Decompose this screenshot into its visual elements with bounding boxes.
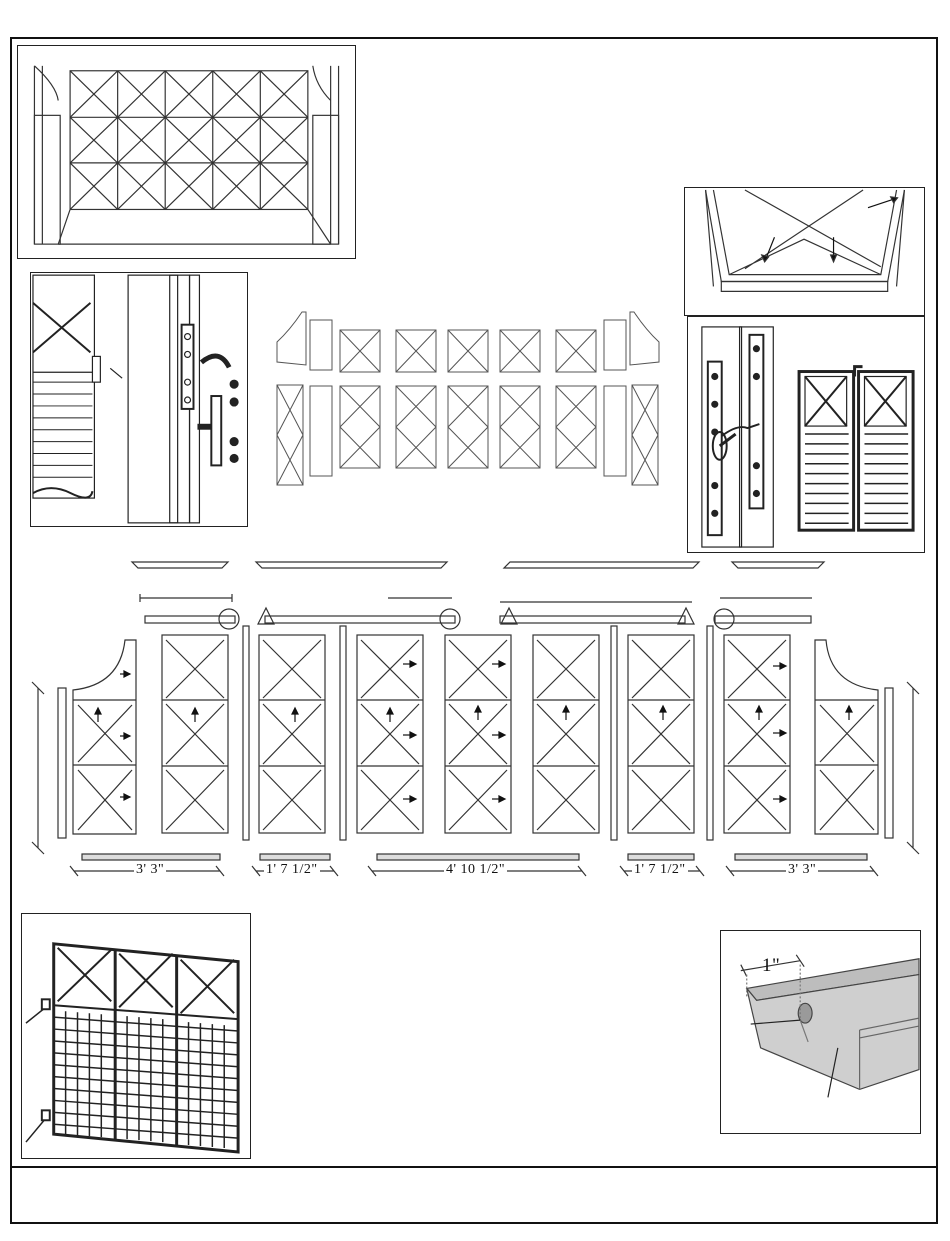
cam-lock-icon — [688, 317, 924, 552]
moulding-dowel-icon — [721, 931, 920, 1133]
dimension-right-filler: 1' 7 1/2" — [632, 862, 688, 878]
cam-lock-detail-illustration — [687, 316, 925, 553]
exploded-panels-icon — [272, 310, 664, 492]
bevel-detail-illustration — [684, 187, 925, 316]
dowel-spacing-label: 1" — [762, 955, 780, 977]
wine-rack-overview-icon — [18, 46, 355, 258]
footer-divider — [10, 1166, 938, 1168]
bracket-detail-icon — [31, 273, 247, 526]
dimension-right-width: 3' 3" — [786, 862, 818, 878]
exploded-panels-illustration — [272, 310, 664, 492]
bracket-detail-illustration — [30, 272, 248, 527]
overview-illustration — [17, 45, 356, 259]
lattice-panels-illustration — [21, 913, 251, 1159]
lattice-panels-icon — [22, 914, 250, 1158]
moulding-dowel-illustration — [720, 930, 921, 1134]
dimension-left-width: 3' 3" — [134, 862, 166, 878]
dimension-left-filler: 1' 7 1/2" — [264, 862, 320, 878]
dimension-center-width: 4' 10 1/2" — [444, 862, 507, 878]
bevel-corner-icon — [685, 188, 924, 315]
